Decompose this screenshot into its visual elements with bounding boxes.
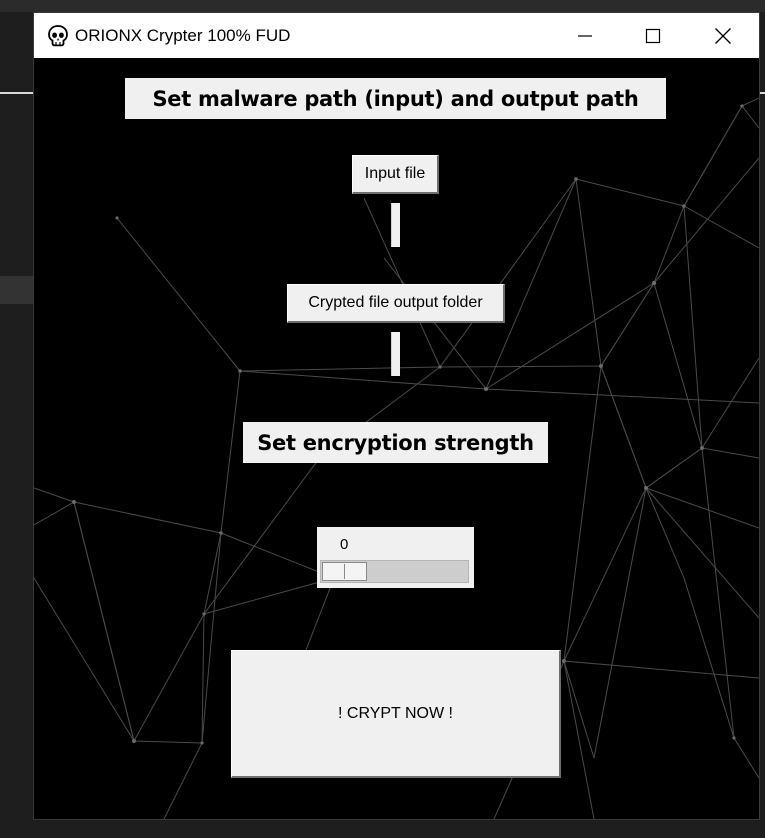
window-title: ORIONX Crypter 100% FUD: [75, 26, 291, 45]
crypter-window: ORIONX Crypter 100% FUD: [34, 13, 759, 819]
slider-value: 0: [340, 536, 349, 553]
encryption-strength-heading: Set encryption strength: [243, 422, 548, 463]
minimize-button[interactable]: [551, 13, 619, 58]
background-divider-left: [0, 92, 34, 94]
input-file-button[interactable]: Input file: [352, 155, 439, 194]
output-folder-button[interactable]: Crypted file output folder: [287, 284, 505, 323]
window-content: Set malware path (input) and output path…: [34, 58, 759, 819]
input-path-field[interactable]: [391, 203, 400, 247]
slider-grip: [344, 564, 345, 579]
maximize-icon: [645, 28, 661, 43]
slider-handle[interactable]: [322, 562, 367, 581]
crypt-now-button[interactable]: ! CRYPT NOW !: [231, 650, 561, 778]
output-path-field[interactable]: [391, 332, 400, 376]
close-button[interactable]: [689, 13, 757, 58]
encryption-strength-slider[interactable]: 0: [317, 527, 474, 588]
maximize-button[interactable]: [619, 13, 687, 58]
minimize-icon: [578, 34, 592, 37]
skull-icon: [46, 24, 70, 48]
background-divider-right: [759, 92, 765, 94]
title-bar[interactable]: ORIONX Crypter 100% FUD: [34, 13, 759, 58]
network-background-image: [34, 97, 759, 819]
slider-trough[interactable]: [320, 560, 469, 583]
path-section-heading: Set malware path (input) and output path: [125, 78, 666, 119]
background-tab-strip: [0, 0, 765, 12]
close-icon: [715, 27, 731, 44]
background-panel: [0, 276, 34, 304]
